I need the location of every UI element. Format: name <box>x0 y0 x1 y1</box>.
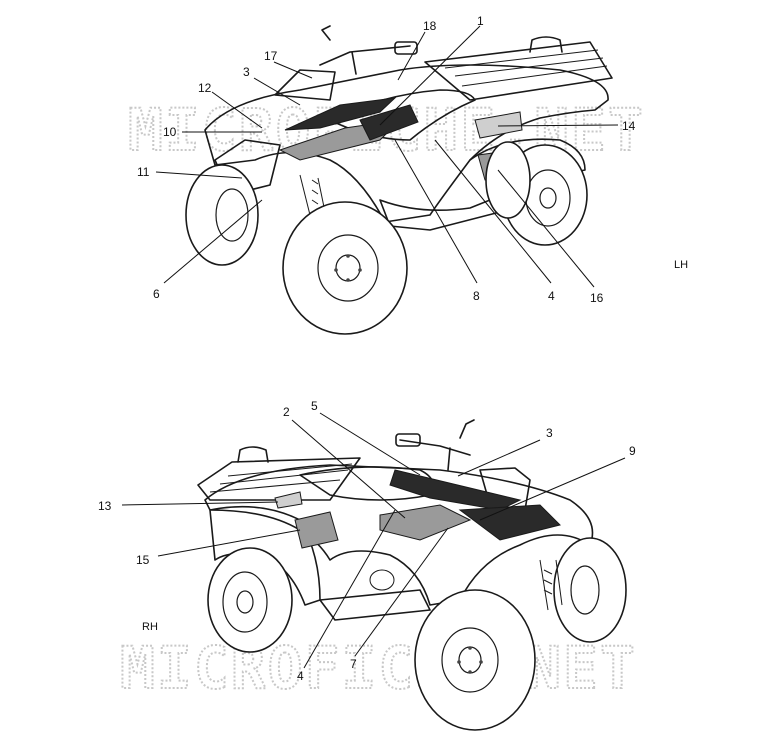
callout-lh-3: 3 <box>243 65 250 79</box>
callout-lh-16: 16 <box>590 291 604 305</box>
callout-lh-14: 14 <box>622 119 636 133</box>
lh-callouts: 18 1 17 3 12 10 11 14 6 8 4 16 LH <box>137 14 688 305</box>
callout-lh-4: 4 <box>548 289 555 303</box>
callout-lh-17: 17 <box>264 49 278 63</box>
callout-lh-11: 11 <box>137 165 150 179</box>
callout-rh-4: 4 <box>297 669 304 683</box>
rh-leader-lines <box>121 412 626 669</box>
callout-lh-18: 18 <box>423 19 437 33</box>
callout-rh-2: 2 <box>283 405 290 419</box>
callout-rh-5: 5 <box>311 399 318 413</box>
side-label-rh: RH <box>142 621 158 633</box>
side-label-lh: LH <box>674 259 688 271</box>
callout-lh-1: 1 <box>477 14 484 28</box>
lh-leader-lines <box>155 25 619 288</box>
callout-rh-7: 7 <box>350 657 357 671</box>
callout-lh-8: 8 <box>473 289 480 303</box>
watermark-bottom: MICROFICHE.NET <box>120 634 637 702</box>
rh-callouts: 2 5 3 9 13 15 4 7 RH <box>98 399 636 683</box>
callout-rh-15: 15 <box>136 553 150 567</box>
atv-rh-illustration <box>197 419 627 731</box>
callout-rh-13: 13 <box>98 499 112 513</box>
atv-lh-illustration <box>185 25 613 335</box>
callout-rh-9: 9 <box>629 444 636 458</box>
callout-lh-10: 10 <box>163 125 177 139</box>
callout-rh-3: 3 <box>546 426 553 440</box>
callout-lh-12: 12 <box>198 81 212 95</box>
callout-lh-6: 6 <box>153 287 160 301</box>
